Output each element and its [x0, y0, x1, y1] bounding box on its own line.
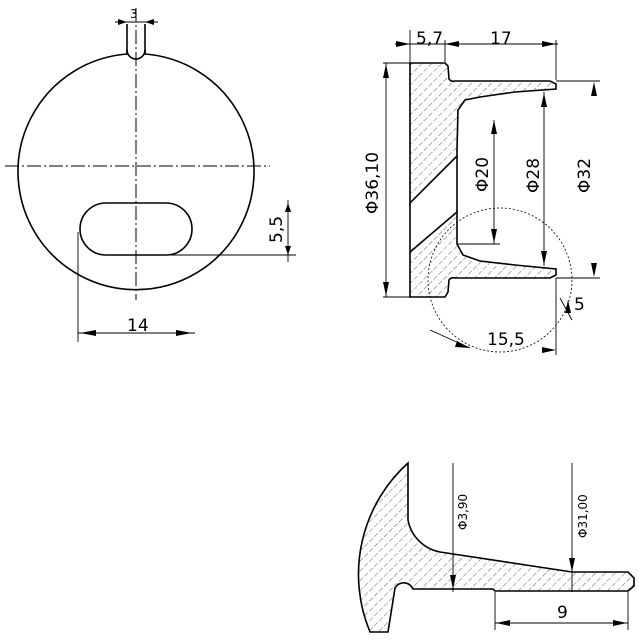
- dim-lip: 5: [574, 295, 585, 315]
- detail-section: [357, 461, 635, 633]
- front-view: 3 5,5 14: [5, 7, 296, 342]
- dim-slot-height: 5,5: [267, 216, 287, 243]
- dim-detail-large-diameter: Φ31,00: [576, 494, 590, 538]
- dim-flange-diameter: Φ36,10: [363, 152, 383, 214]
- section-view: 5,7 17 Φ36,10 Φ20 Φ28 Φ32 15,5: [363, 29, 600, 355]
- dim-detail-small-diameter: Φ3,90: [456, 494, 470, 530]
- dim-slot-width-top: 3: [130, 7, 138, 21]
- dim-outer-diameter: Φ32: [575, 158, 595, 193]
- dim-inner-diameter: Φ28: [524, 158, 544, 193]
- dim-body-length: 17: [490, 29, 512, 49]
- dim-bore-diameter: Φ20: [473, 157, 493, 192]
- dim-detail-radius: 15,5: [487, 330, 525, 350]
- front-view-outline: [17, 49, 255, 291]
- dim-slot-length: 14: [127, 316, 149, 336]
- section-upper-half: [409, 62, 557, 205]
- dim-flange-thickness: 5,7: [416, 29, 443, 49]
- section-lower-half: [409, 210, 557, 298]
- detail-view: Φ3,90 Φ31,00 9: [357, 461, 635, 633]
- detail-circle: [427, 207, 573, 353]
- dim-detail-length: 9: [557, 603, 568, 623]
